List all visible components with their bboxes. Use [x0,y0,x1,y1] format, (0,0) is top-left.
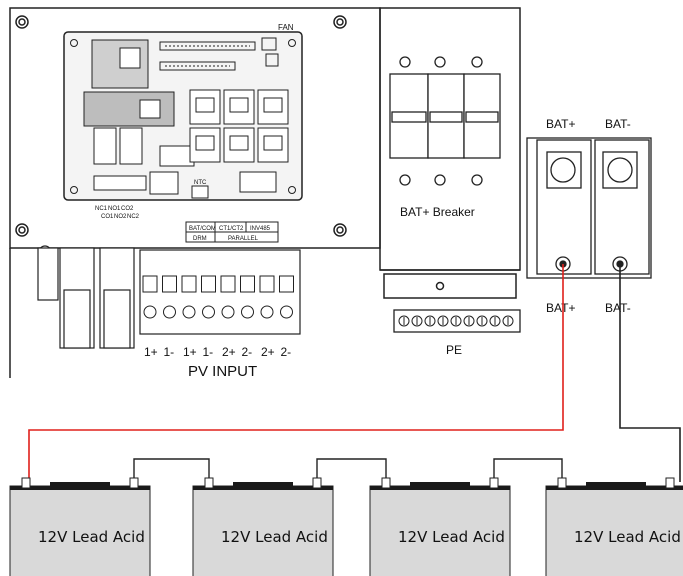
pv-terminal-label: 1- [164,345,175,359]
battery-body [369,485,511,576]
pv-terminal-label: 1+ [183,345,197,359]
battery-terminal-left [381,477,391,489]
pv-terminal-slot [181,275,197,293]
fan-label: FAN [278,23,294,32]
pv-terminal-slot [162,275,177,293]
series-link-wire [316,458,387,478]
battery-top-edge [10,486,150,490]
battery-body [192,485,334,576]
parallel-label: PARALLEL [228,236,259,242]
battery-bank: 12V Lead Acid 12V Lead Acid 12V Lead Acid 1… [9,477,683,576]
battery-top-cap [233,482,293,488]
bat-minus-top-label: BAT- [605,117,631,131]
pe-busbar [393,309,521,333]
pv-terminal-label: 1- [203,345,214,359]
battery: 12V Lead Acid [369,477,511,576]
pv-input-label: PV INPUT [188,363,257,380]
no2-label: NO2 [114,214,127,220]
battery-top-edge [193,486,333,490]
battery-body [545,485,683,576]
battery-label: 12V Lead Acid [398,528,505,546]
co1-label: CO1 [101,214,114,220]
pv-terminal-label: 2+ [261,345,275,359]
battery-top-cap [586,482,646,488]
pv-terminal-screw [260,305,274,319]
pv-terminal-screw [280,305,293,319]
series-links [133,458,563,478]
battery-body [9,485,151,576]
drm-label: DRM [193,236,207,242]
pv-terminal-labels: 1+ 1- 1+ 1- 2+ 2- 2+ 2- [144,345,291,359]
pv-terminal-screw [202,305,215,319]
battery-top-cap [50,482,110,488]
pv-terminal-screw [182,305,196,319]
battery-terminal-right [665,477,675,489]
series-link-wire [493,458,563,478]
pe-label: PE [446,343,462,357]
pv-terminal-slot [259,275,275,293]
nc1-label: NC1 [95,206,108,212]
pv-terminal-slot [240,275,255,293]
nc2-label: NC2 [127,214,140,220]
battery-terminal-right [312,477,322,489]
bat-plus-top-label: BAT+ [546,117,575,131]
pv-terminal-label: 2- [281,345,292,359]
control-board [63,31,303,243]
bat-minus-bottom-label: BAT- [605,301,631,315]
series-link-wire [133,458,210,478]
ntc-label: NTC [194,180,207,186]
pv-terminal-slot [201,275,216,293]
pv-terminal-slot [220,275,236,293]
battery-terminal-left [204,477,214,489]
battery: 12V Lead Acid [9,477,151,576]
battery-terminal-right [129,477,139,489]
battery-terminal-block [526,137,652,279]
battery-label: 12V Lead Acid [221,528,328,546]
ct-label: CT1/CT2 [219,226,244,232]
battery-terminal-left [557,477,567,489]
bat-com-label: BAT/COM [189,226,216,232]
battery: 12V Lead Acid [545,477,683,576]
battery-top-cap [410,482,470,488]
pv-terminal-label: 2- [242,345,253,359]
co2-label: CO2 [121,206,134,212]
pv-terminal-label: 2+ [222,345,236,359]
battery-terminal-left [21,477,31,489]
rj45-ports [189,89,289,163]
battery-top-edge [546,486,683,490]
negative-wire [619,264,681,482]
inv485-label: INV485 [250,226,271,232]
bat-breaker-label: BAT+ Breaker [400,205,475,219]
pv-terminal-slot [142,275,158,293]
pv-terminal-screw [143,305,157,319]
cable-glands [37,245,135,349]
battery: 12V Lead Acid [192,477,334,576]
battery-top-edge [370,486,510,490]
battery-label: 12V Lead Acid [574,528,681,546]
no1-label: NO1 [108,206,121,212]
pv-terminals [142,275,294,319]
battery-terminal-right [489,477,499,489]
pv-terminal-slot [279,275,294,293]
positive-wire [28,264,564,482]
pv-terminal-screw [241,305,254,319]
bat-plus-bottom-label: BAT+ [546,301,575,315]
bat-breaker [389,56,501,186]
pv-terminal-screw [163,305,176,319]
battery-label: 12V Lead Acid [38,528,145,546]
pv-terminal-label: 1+ [144,345,158,359]
pv-terminal-screw [221,305,235,319]
breaker-enclosure [379,7,521,299]
